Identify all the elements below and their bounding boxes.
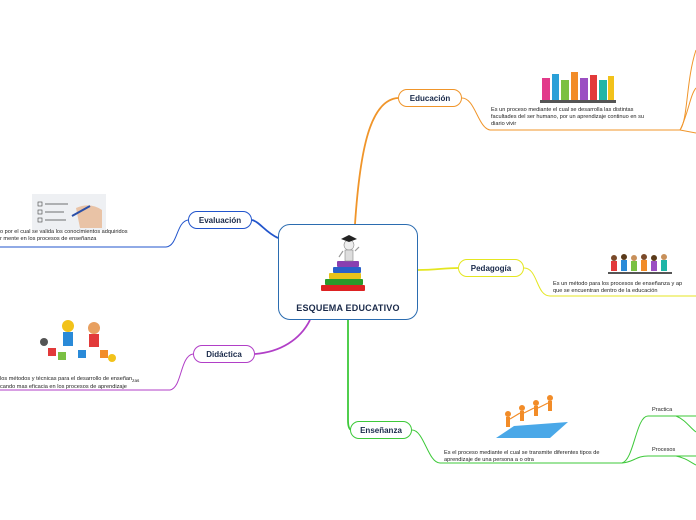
- connector-didactica: [254, 319, 311, 355]
- connector-pedagogia-desc: [523, 267, 696, 297]
- topic-educacion[interactable]: Educación: [398, 89, 462, 107]
- didactica-description: los métodos y técnicas para el desarroll…: [0, 376, 140, 391]
- connector-educacion-right3: [679, 129, 696, 134]
- central-title: ESQUEMA EDUCATIVO: [296, 303, 400, 313]
- connector-educacion: [354, 97, 399, 225]
- pedagogia-description: Es un método para los procesos de enseña…: [553, 281, 683, 295]
- educacion-description: Es un proceso mediante el cual se desarr…: [491, 107, 644, 128]
- connector-pedagogia: [417, 267, 459, 271]
- evaluacion-description: o por el cual se valida los conocimiento…: [0, 229, 128, 243]
- ensenanza-description: Es el proceso mediante el cual se transm…: [444, 450, 600, 464]
- connector-ensenanza-desc: [411, 429, 622, 464]
- topic-pedagogia[interactable]: Pedagogía: [458, 259, 524, 277]
- topic-ensenanza[interactable]: Enseñanza: [350, 421, 412, 439]
- connector-educacion-right1: [679, 49, 696, 131]
- kids-toys-icon: [38, 318, 118, 369]
- connector-practica-right: [675, 415, 696, 433]
- kids-line-icon: [608, 252, 672, 281]
- topic-evaluacion[interactable]: Evaluación: [188, 211, 252, 229]
- graduate-books-icon: [317, 233, 379, 300]
- central-node[interactable]: ESQUEMA EDUCATIVO: [278, 224, 418, 320]
- connector-evaluacion: [251, 219, 279, 239]
- checklist-hand-icon: [32, 194, 106, 235]
- connector-educacion-desc: [461, 97, 680, 131]
- subtopic-practica[interactable]: Practica: [652, 407, 673, 413]
- topic-didactica[interactable]: Didáctica: [193, 345, 255, 363]
- connector-ensenanza-practica: [621, 415, 696, 464]
- connector-didactica-desc: [0, 353, 194, 391]
- puzzle-people-icon: [494, 392, 570, 449]
- connector-ensenanza-procesos: [621, 455, 696, 464]
- connector-procesos-right: [675, 455, 696, 466]
- subtopic-procesos[interactable]: Procesos: [652, 447, 676, 453]
- connector-ensenanza: [347, 320, 353, 431]
- connector-evaluacion-desc: [0, 219, 189, 248]
- classroom-silhouettes-icon: [540, 68, 616, 111]
- connector-educacion-right2: [679, 87, 696, 131]
